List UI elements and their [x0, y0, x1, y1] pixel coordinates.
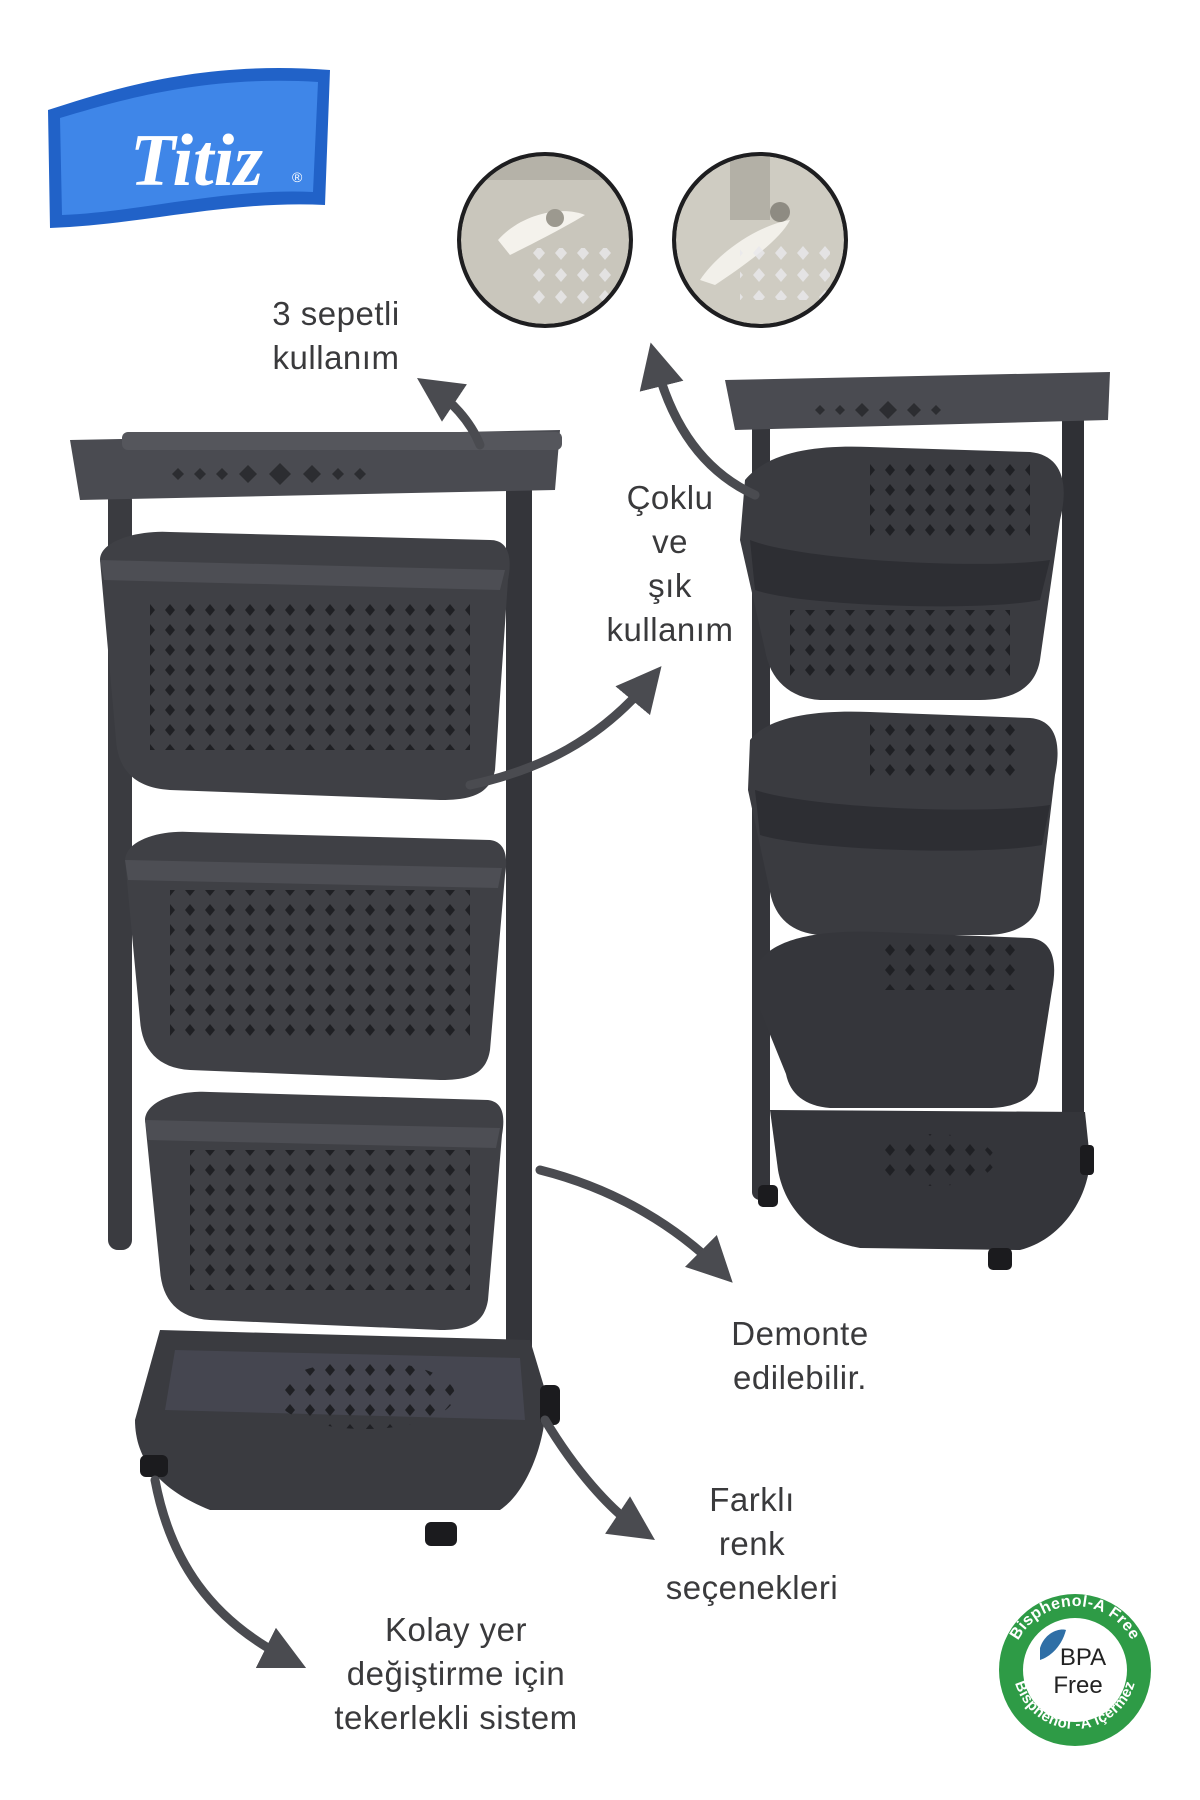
arrow-colors — [540, 1415, 655, 1540]
feature-colors: Farklı renk seçenekleri — [632, 1478, 872, 1610]
arrow-multi-down — [465, 666, 662, 790]
feature-wheels-line3: tekerlekli sistem — [334, 1699, 578, 1736]
bpa-center-line1: BPA — [1060, 1644, 1106, 1671]
feature-wheels-line2: değiştirme için — [346, 1655, 566, 1692]
arrow-baskets — [417, 378, 485, 450]
brand-logo-text: Titiz — [130, 120, 263, 202]
feature-wheels: Kolay yer değiştirme için tekerlekli sis… — [286, 1608, 626, 1740]
feature-colors-line3: seçenekleri — [665, 1569, 839, 1606]
feature-colors-line2: renk — [718, 1525, 786, 1562]
feature-wheels-line1: Kolay yer — [384, 1611, 528, 1648]
feature-multi-line3: şık — [648, 567, 692, 604]
feature-colors-line1: Farklı — [709, 1481, 795, 1518]
feature-multi-line2: ve — [652, 523, 688, 560]
feature-multi-line1: Çoklu — [626, 479, 714, 516]
detail-circle-hook-open — [672, 152, 848, 328]
arrow-wheels — [150, 1475, 307, 1669]
leaf-icon — [1040, 1629, 1066, 1660]
feature-multi-use: Çoklu ve şık kullanım — [580, 476, 760, 652]
callout-arrows — [150, 342, 760, 1669]
feature-baskets-line2: kullanım — [272, 339, 400, 376]
feature-baskets-line1: 3 sepetli — [272, 295, 400, 332]
bpa-center-line2: Free — [1053, 1672, 1102, 1699]
brand-logo: Titiz ® — [48, 68, 330, 228]
rack-front-view — [70, 430, 562, 1546]
feature-demonte-line1: Demonte — [731, 1315, 869, 1352]
feature-demonte-line2: edilebilir. — [733, 1359, 867, 1396]
bpa-free-badge: Bisphenol-A Free Bisphenol -A içermez BP… — [999, 1593, 1151, 1746]
feature-multi-line4: kullanım — [606, 611, 734, 648]
feature-demountable: Demonte edilebilir. — [690, 1312, 910, 1400]
detail-circle-hook-closed — [457, 152, 633, 328]
arrow-demonte — [535, 1165, 733, 1283]
brand-trademark: ® — [292, 169, 303, 185]
rack-side-view — [725, 372, 1110, 1270]
feature-baskets: 3 sepetli kullanım — [236, 292, 436, 380]
arrow-multi-up — [639, 342, 760, 500]
